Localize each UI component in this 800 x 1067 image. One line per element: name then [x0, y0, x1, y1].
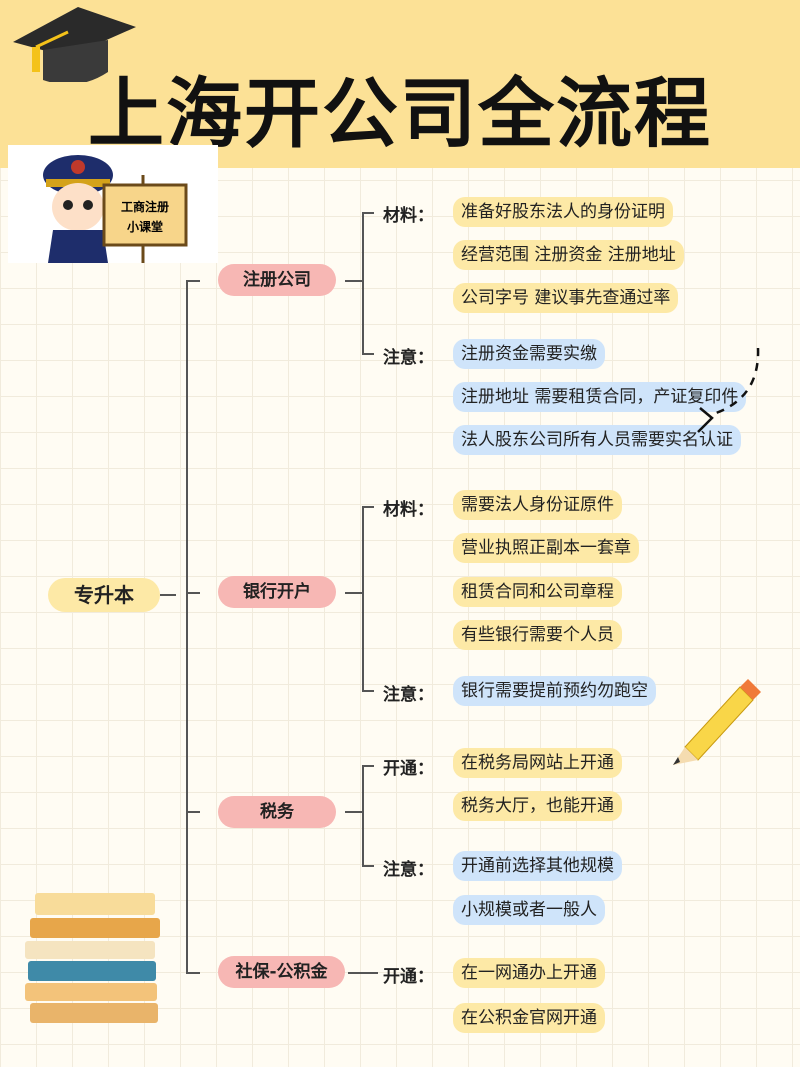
connector [186, 811, 200, 813]
leaf-item: 在一网通办上开通 [453, 958, 605, 988]
mascot-illustration: 工商注册 小课堂 [8, 145, 218, 263]
category-label: 材料： [383, 500, 434, 520]
leaf-item: 银行需要提前预约勿跑空 [453, 676, 656, 706]
leaf-item: 在公积金官网开通 [453, 1003, 605, 1033]
connector [345, 280, 362, 282]
connector [345, 811, 362, 813]
connector [362, 765, 364, 867]
branch-social-security: 社保-公积金 [218, 956, 345, 988]
pencil-icon [673, 679, 761, 765]
leaf-item: 注册地址 需要租赁合同，产证复印件 [453, 382, 747, 412]
category-label: 注意： [383, 348, 434, 368]
leaf-item: 小规模或者一般人 [453, 895, 605, 925]
branch-register-company: 注册公司 [218, 264, 336, 296]
connector [186, 592, 200, 594]
connector [362, 690, 374, 692]
connector [362, 353, 374, 355]
leaf-item: 经营范围 注册资金 注册地址 [453, 240, 684, 270]
connector [345, 592, 362, 594]
connector [362, 212, 374, 214]
dashed-arrow-doodle [697, 347, 760, 433]
connector [362, 506, 374, 508]
leaf-item: 开通前选择其他规模 [453, 851, 622, 881]
category-label: 注意： [383, 685, 434, 705]
leaf-item: 营业执照正副本一套章 [453, 533, 639, 563]
page-title: 上海开公司全流程 [88, 69, 712, 158]
leaf-item: 公司字号 建议事先查通过率 [453, 283, 679, 313]
root-node: 专升本 [48, 578, 160, 612]
books-stack-icon [25, 893, 160, 1023]
mascot-sign-line2: 小课堂 [126, 220, 163, 234]
connector [362, 765, 374, 767]
branch-bank-account: 银行开户 [218, 576, 336, 608]
connector [186, 280, 188, 973]
category-label: 注意： [383, 860, 434, 880]
connector [348, 972, 378, 974]
connector [362, 212, 364, 355]
mascot-sign-line1: 工商注册 [120, 200, 169, 214]
leaf-item: 需要法人身份证原件 [453, 490, 622, 520]
leaf-item: 法人股东公司所有人员需要实名认证 [453, 425, 741, 455]
category-label: 开通： [383, 759, 434, 779]
leaf-item: 准备好股东法人的身份证明 [453, 197, 673, 227]
leaf-item: 在税务局网站上开通 [453, 748, 622, 778]
leaf-item: 租赁合同和公司章程 [453, 577, 622, 607]
connector [362, 506, 364, 692]
leaf-item: 注册资金需要实缴 [453, 339, 605, 369]
category-label: 材料： [383, 206, 434, 226]
leaf-item: 税务大厅，也能开通 [453, 791, 622, 821]
category-label: 开通： [383, 967, 434, 987]
graduation-cap-icon [13, 7, 136, 82]
connector [186, 280, 200, 282]
connector [160, 594, 176, 596]
leaf-item: 有些银行需要个人员 [453, 620, 622, 650]
branch-tax: 税务 [218, 796, 336, 828]
connector [362, 865, 374, 867]
connector [186, 972, 200, 974]
